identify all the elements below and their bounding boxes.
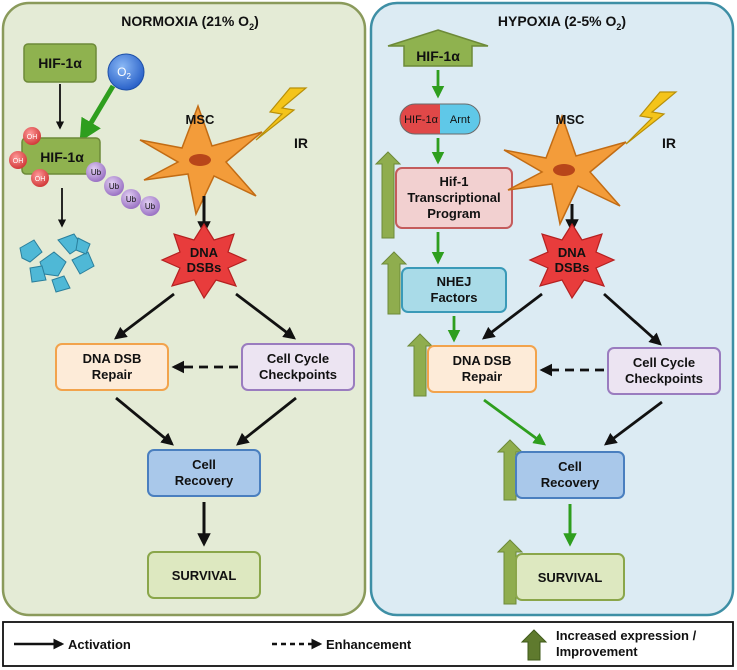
ir-lightning-icon [255,87,308,141]
hypoxia-ir-label: IR [662,135,676,151]
hypoxia-title: HYPOXIA (2-5% O2) [498,13,626,32]
ubiquitin-icon [86,162,106,182]
hypoxia-arnt-pill-label: Arnt [450,114,470,126]
checkpoint-to-recovery-arrow [603,400,663,446]
legend-activation-label: Activation [68,637,131,652]
legend-increased-label: Increased expression /Improvement [556,628,697,659]
hypoxia-hif-up-arrow-icon [387,29,489,67]
normoxia-survival-label: SURVIVAL [172,568,237,583]
oh-icon [23,127,41,145]
o2-molecule-icon [107,53,145,91]
hypoxia-hif-top-label: HIF-1α [416,48,460,64]
hypoxia-msc-label: MSC [556,112,586,127]
dna-to-checkpoint-arrow [603,292,662,346]
normoxia-title: NORMOXIA (21% O2) [121,13,259,32]
msc-nucleus-icon [553,164,575,176]
oh-label: OH [13,158,24,165]
ir-lightning-icon [625,91,678,145]
normoxia-panel-background [1,1,367,617]
ub-label: Ub [126,195,137,204]
proteasome-degradation-icon [19,233,95,293]
hypoxia-survival-box [515,553,625,601]
ub-label: Ub [91,168,102,177]
normoxia-msc-label: MSC [186,112,216,127]
ubiquitin-icon [121,189,141,209]
legend-increase-arrow-icon [520,629,548,661]
oh-icon [31,169,49,187]
dna-to-checkpoint-arrow [235,292,297,340]
legend: Activation Enhancement Increased express… [2,621,734,667]
hypoxia-repair-box [427,345,537,393]
normoxia-panel: NORMOXIA (21% O2) HIF-1α O2 HIF-1α OH OH… [1,1,367,617]
ubiquitin-chain: Ub Ub Ub Ub [86,162,160,216]
oh-label: OH [35,176,46,183]
hif-arnt-heterodimer [399,103,481,135]
hypoxia-checkpoint-box [607,347,721,395]
ub-label: Ub [109,182,120,191]
normoxia-hif-top-box [23,43,97,83]
hypoxia-recovery-box [515,451,625,499]
ubiquitin-icon [140,196,160,216]
hypoxia-hif-pill-label: HIF-1α [404,114,439,126]
hypoxia-dna-dsb-star [528,222,616,300]
msc-nucleus-icon [189,154,211,166]
dna-to-repair-arrow [481,292,543,340]
checkpoint-to-recovery-arrow [236,396,297,446]
o2-label: O2 [117,65,131,81]
normoxia-ir-label: IR [294,135,308,151]
hif-transcriptional-program-box [395,167,513,229]
oh-icon [9,151,27,169]
program-increase-arrow-icon [374,151,402,239]
normoxia-msc-cell [139,103,263,217]
normoxia-dna-dsb-star [160,222,248,300]
o2-to-hif-arrow [79,84,116,142]
legend-box [2,621,734,667]
repair-to-recovery-arrow [115,396,174,446]
ub-label: Ub [145,202,156,211]
hydroxyl-groups: OH OH OH [9,127,49,187]
normoxia-repair-box [55,343,169,391]
normoxia-hif-mid-label: HIF-1α [40,149,84,165]
nhej-increase-arrow-icon [380,251,408,315]
ubiquitin-icon [104,176,124,196]
oh-label: OH [27,134,38,141]
hypoxia-survival-label: SURVIVAL [538,570,603,585]
dna-to-repair-arrow [113,292,175,340]
normoxia-checkpoint-box [241,343,355,391]
normoxia-survival-box [147,551,261,599]
normoxia-recovery-box [147,449,261,497]
repair-to-recovery-arrow [483,398,547,446]
hypoxia-panel-background [369,1,735,617]
normoxia-hif-top-label: HIF-1α [38,55,82,71]
legend-enhancement-label: Enhancement [326,637,412,652]
nhej-factors-box [401,267,507,313]
hypoxia-panel: HYPOXIA (2-5% O2) HIF-1α HIF-1α Arnt Hif… [369,1,735,617]
hypoxia-msc-cell [503,113,627,227]
